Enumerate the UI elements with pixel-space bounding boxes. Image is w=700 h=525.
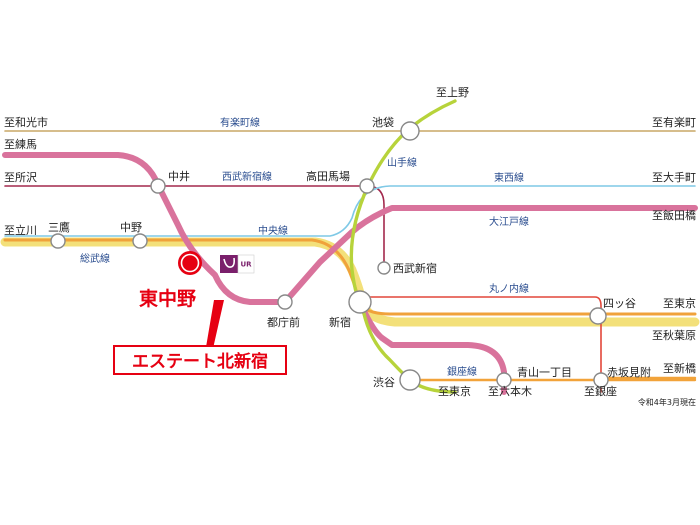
ur-logo: UR — [220, 254, 255, 274]
ur-logo-text: UR — [240, 261, 252, 269]
date-note: 令和4年3月現在 — [638, 397, 696, 407]
dest-akihabara: 至秋葉原 — [652, 328, 696, 342]
property-pointer — [205, 300, 224, 353]
tozai-line — [4, 185, 696, 237]
line-label-sobu: 総武線 — [80, 252, 110, 265]
dest-nerima: 至練馬 — [4, 137, 37, 151]
label-mitaka: 三鷹 — [48, 220, 70, 234]
station-akasaka-mitsuke-dot — [593, 372, 609, 388]
property-name: エステート北新宿 — [132, 351, 268, 372]
line-label-seibu-shinjuku: 西武新宿線 — [222, 170, 272, 183]
dest-tokyo-right: 至東京 — [663, 296, 696, 310]
label-shibuya: 渋谷 — [373, 376, 395, 389]
label-yotsuya: 四ッ谷 — [603, 297, 636, 310]
station-seibu-shinjuku-dot — [377, 261, 391, 275]
dest-tokorozawa: 至所沢 — [4, 170, 37, 184]
dest-otemachi: 至大手町 — [652, 170, 696, 184]
dest-ueno: 至上野 — [436, 86, 469, 99]
dest-shinbashi: 至新橋 — [663, 361, 696, 375]
dest-ginza: 至銀座 — [584, 384, 617, 398]
line-label-tozai: 東西線 — [494, 171, 524, 184]
dest-tokyo-bottom: 至東京 — [438, 384, 471, 398]
label-nakai: 中井 — [168, 169, 190, 183]
line-label-oedo: 大江戸線 — [489, 215, 529, 228]
line-label-yamanote: 山手線 — [387, 156, 417, 169]
station-higashi-nakano-marker — [178, 251, 202, 275]
dest-tachikawa: 至立川 — [4, 223, 37, 237]
property-label-box — [113, 345, 287, 375]
dest-wakoshi: 至和光市 — [4, 115, 48, 129]
stations — [50, 121, 609, 391]
line-label-marunouchi: 丸ノ内線 — [489, 282, 529, 295]
label-nakano: 中野 — [120, 221, 142, 234]
dest-roppongi: 至六本木 — [488, 384, 532, 398]
rail-lines — [0, 99, 700, 395]
label-higashi-nakano: 東中野 — [139, 287, 196, 310]
line-label-yurakucho: 有楽町線 — [220, 116, 260, 129]
station-nakai-dot — [150, 178, 166, 194]
label-shinjuku: 新宿 — [329, 315, 351, 329]
yamanote-line — [349, 99, 457, 394]
dest-yurakucho: 至有楽町 — [652, 115, 696, 129]
oedo-line — [2, 152, 698, 305]
station-tochomae-dot — [277, 294, 293, 310]
label-ikebukuro: 池袋 — [372, 115, 394, 129]
dest-iidabashi: 至飯田橋 — [652, 208, 696, 222]
station-ikebukuro-dot — [400, 121, 420, 141]
station-shinjuku-dot — [348, 290, 372, 314]
station-shibuya-dot — [399, 369, 421, 391]
station-yotsuya-dot — [589, 307, 607, 325]
label-takadanobaba: 高田馬場 — [306, 169, 350, 183]
station-aoyama-itchome-dot — [496, 372, 512, 388]
line-label-chuo: 中央線 — [258, 224, 288, 237]
line-label-ginza: 銀座線 — [447, 365, 477, 378]
oedo-south-branch — [357, 299, 507, 395]
label-aoyama-itchome: 青山一丁目 — [517, 366, 572, 379]
station-takadanobaba-dot — [359, 178, 375, 194]
label-seibu-shinjuku: 西武新宿 — [393, 261, 437, 275]
station-nakano-dot — [132, 233, 148, 249]
label-akasaka-mitsuke: 赤坂見附 — [607, 365, 651, 379]
labels: 至和光市 至練馬 至所沢 至立川 至上野 至有楽町 至大手町 至飯田橋 至東京 … — [4, 86, 696, 407]
station-mitaka-dot — [50, 233, 66, 249]
label-tochomae: 都庁前 — [267, 315, 300, 329]
